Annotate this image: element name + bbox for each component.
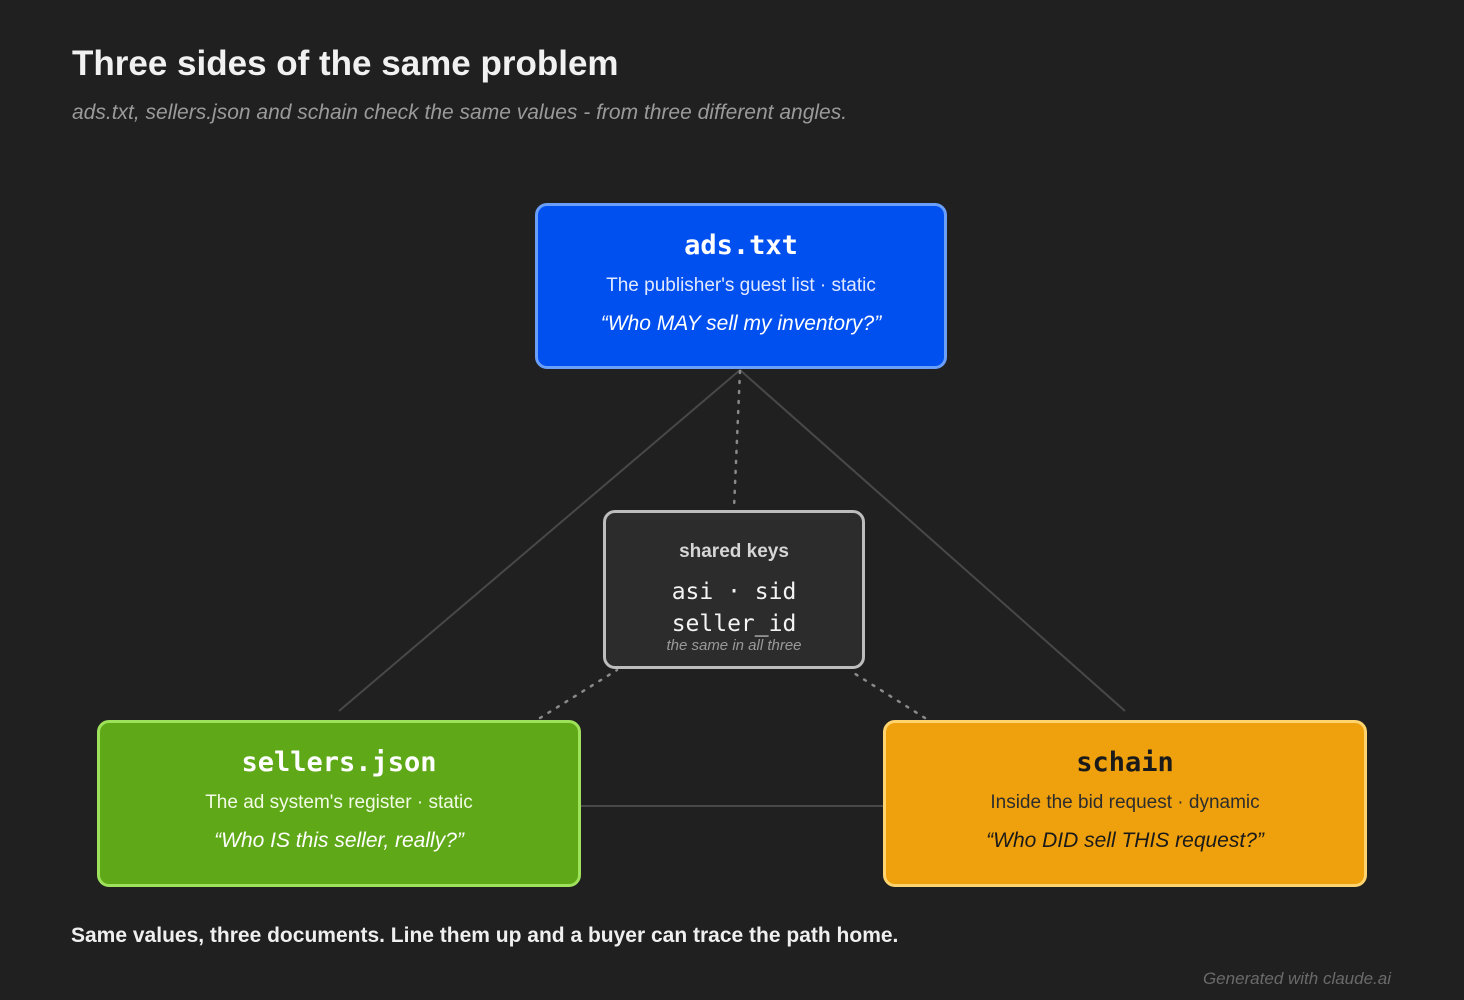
spoke-schain-to-keys	[847, 668, 927, 720]
spoke-sellers-to-keys	[538, 668, 619, 720]
sellers-json-description: The ad system's register · static	[205, 792, 473, 813]
ads-txt-question: “Who MAY sell my inventory?”	[600, 312, 882, 335]
edge-ads-to-sellers	[338, 369, 741, 712]
schain-node: schain Inside the bid request · dynamic …	[883, 720, 1367, 887]
sellers-json-node: sellers.json The ad system's register · …	[97, 720, 581, 887]
page-title: Three sides of the same problem	[72, 44, 619, 83]
schain-question: “Who DID sell THIS request?”	[986, 829, 1264, 852]
shared-keys-box: shared keys asi · sid seller_id the same…	[603, 510, 865, 669]
schain-name: schain	[1076, 747, 1174, 778]
sellers-json-name: sellers.json	[241, 747, 437, 778]
generated-credit: Generated with claude.ai	[1202, 969, 1391, 988]
shared-keys-label: shared keys	[679, 541, 789, 562]
ads-txt-name: ads.txt	[684, 230, 798, 261]
sellers-json-question: “Who IS this seller, really?”	[214, 829, 464, 852]
shared-keys-line-1: asi · sid	[671, 579, 797, 605]
page-subtitle: ads.txt, sellers.json and schain check t…	[72, 101, 848, 124]
edge-ads-to-schain	[739, 369, 1126, 712]
footer-summary: Same values, three documents. Line them …	[71, 924, 899, 947]
ads-txt-description: The publisher's guest list · static	[606, 275, 876, 296]
spoke-ads-to-keys	[732, 369, 742, 510]
schain-description: Inside the bid request · dynamic	[990, 792, 1260, 813]
ads-txt-node: ads.txt The publisher's guest list · sta…	[535, 203, 947, 369]
shared-keys-line-2: seller_id	[671, 611, 797, 637]
shared-keys-note: the same in all three	[666, 637, 802, 654]
